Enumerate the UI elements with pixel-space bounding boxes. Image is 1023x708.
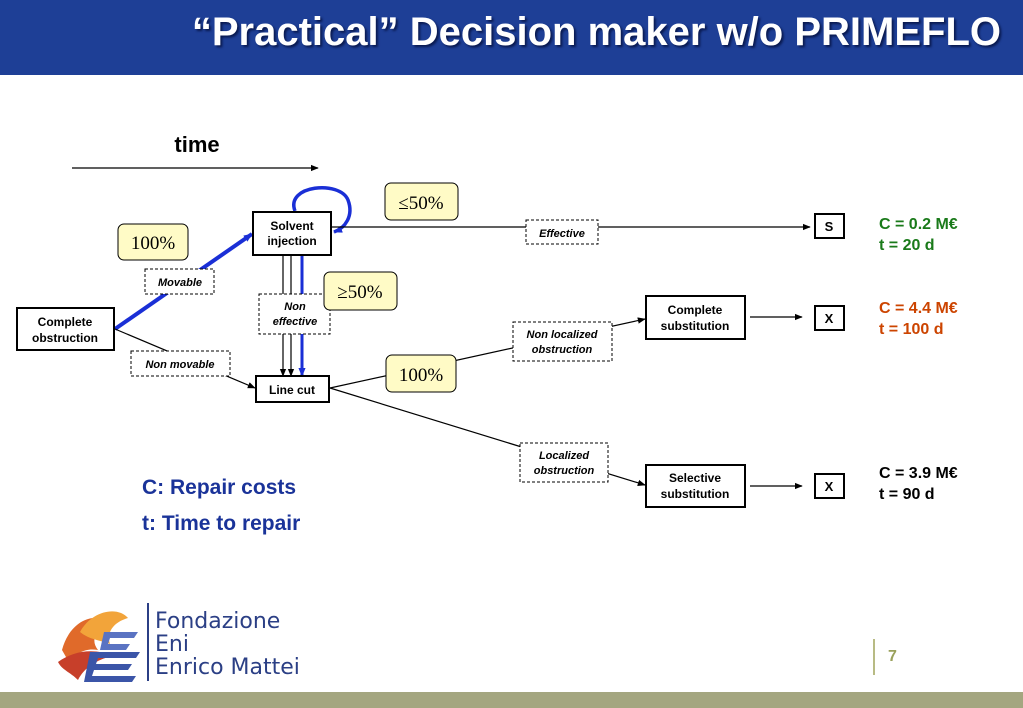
svg-text:substitution: substitution: [661, 319, 730, 333]
svg-text:obstruction: obstruction: [32, 331, 98, 345]
logo-text-line1: Fondazione: [155, 609, 281, 634]
legend-time: t: Time to repair: [142, 512, 301, 535]
svg-text:substitution: substitution: [661, 487, 730, 501]
svg-text:Localized: Localized: [539, 450, 589, 462]
svg-text:C = 4.4 M€: C = 4.4 M€: [879, 300, 958, 317]
footer-band: [0, 692, 1023, 708]
outcome-s-box: S: [814, 213, 845, 239]
logo-divider: [147, 603, 149, 681]
svg-text:Line cut: Line cut: [269, 383, 315, 397]
condition-non-localized: Non localized obstruction: [512, 321, 613, 362]
svg-text:t = 90 d: t = 90 d: [879, 486, 935, 503]
logo-text-line3: Enrico Mattei: [155, 655, 300, 680]
svg-text:effective: effective: [273, 316, 317, 328]
result-complete-substitution: C = 4.4 M€ t = 100 d: [879, 300, 958, 338]
condition-non-effective: Non effective: [258, 293, 331, 335]
svg-text:Complete: Complete: [668, 303, 723, 317]
node-selective-substitution: Selective substitution: [645, 464, 746, 508]
svg-text:X: X: [825, 311, 834, 326]
probability-badge-effective: ≤50%: [384, 182, 459, 221]
probability-badge-non-effective: ≥50%: [323, 271, 398, 311]
svg-text:Effective: Effective: [539, 228, 585, 240]
svg-text:100%: 100%: [131, 233, 176, 254]
result-effective: C = 0.2 M€ t = 20 d: [879, 216, 958, 254]
svg-text:Non: Non: [284, 301, 306, 313]
svg-text:t = 20 d: t = 20 d: [879, 237, 935, 254]
node-solvent-injection: Solvent injection: [252, 211, 332, 256]
condition-movable: Movable: [144, 268, 215, 295]
outcome-x-box: X: [814, 305, 845, 331]
node-line-cut: Line cut: [255, 375, 330, 403]
svg-text:C = 3.9 M€: C = 3.9 M€: [879, 465, 958, 482]
svg-text:X: X: [825, 479, 834, 494]
time-label: time: [174, 132, 219, 157]
title-bar: “Practical” Decision maker w/o PRIMEFLO: [0, 0, 1023, 75]
legend-cost: C: Repair costs: [142, 476, 297, 499]
slide-title: “Practical” Decision maker w/o PRIMEFLO: [191, 10, 1001, 54]
svg-text:100%: 100%: [399, 365, 444, 386]
page-number: 7: [888, 648, 897, 665]
svg-text:obstruction: obstruction: [532, 344, 593, 356]
logo-text-line2: Eni: [155, 632, 189, 657]
outcome-x-box: X: [814, 473, 845, 499]
svg-text:Selective: Selective: [669, 471, 721, 485]
probability-badge-movable: 100%: [117, 223, 189, 261]
svg-text:≤50%: ≤50%: [398, 193, 443, 214]
svg-text:t = 100 d: t = 100 d: [879, 321, 943, 338]
svg-text:Non movable: Non movable: [145, 359, 214, 371]
feem-logo-icon: [58, 611, 140, 682]
condition-localized: Localized obstruction: [519, 442, 609, 483]
condition-effective: Effective: [525, 219, 599, 245]
page-number-divider: [873, 639, 875, 675]
svg-text:C = 0.2 M€: C = 0.2 M€: [879, 216, 958, 233]
node-complete-substitution: Complete substitution: [645, 295, 746, 340]
probability-badge-line-cut: 100%: [385, 354, 457, 393]
svg-text:obstruction: obstruction: [534, 465, 595, 477]
svg-text:Non localized: Non localized: [527, 329, 598, 341]
edge-solvent-self-loop: [292, 186, 352, 234]
svg-text:injection: injection: [267, 234, 316, 248]
result-selective-substitution: C = 3.9 M€ t = 90 d: [879, 465, 958, 503]
svg-text:≥50%: ≥50%: [337, 282, 382, 303]
svg-text:Solvent: Solvent: [270, 219, 313, 233]
svg-text:Movable: Movable: [158, 277, 202, 289]
node-complete-obstruction: Complete obstruction: [16, 307, 115, 351]
svg-text:Complete: Complete: [38, 315, 93, 329]
svg-text:S: S: [825, 219, 834, 234]
condition-non-movable: Non movable: [130, 350, 231, 377]
